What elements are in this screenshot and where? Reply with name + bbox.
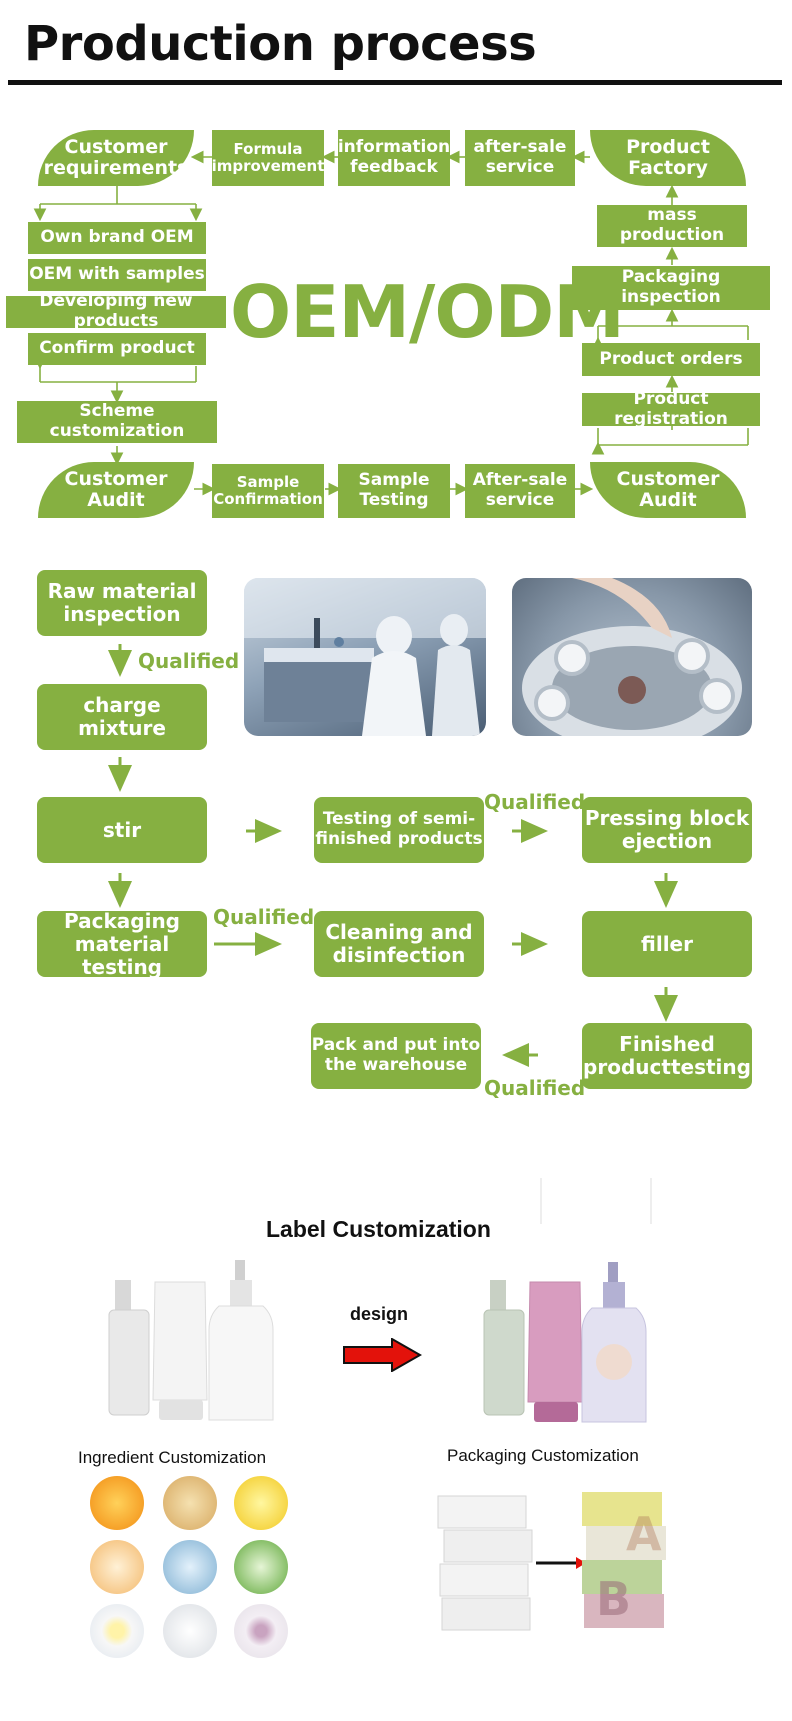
customer-audit-right-node: Customer Audit (590, 462, 746, 518)
stir-step: stir (37, 797, 207, 863)
charge-mixture-step: charge mixture (37, 684, 207, 750)
packaging-inspection-node: Packaging inspection (572, 266, 770, 310)
cell-ingredient-icon (234, 1604, 288, 1658)
orange-ingredient-icon (90, 1476, 144, 1530)
customer-requirements-node: Customer requirements (38, 130, 194, 186)
oil-ingredient-icon (90, 1540, 144, 1594)
after-sale-service-bottom-node: After-sale service (465, 464, 575, 518)
qualified-label: Qualified (484, 790, 586, 814)
own-brand-oem-node: Own brand OEM (28, 222, 206, 254)
title-divider (8, 80, 782, 85)
product-registration-node: Product registration (582, 389, 760, 428)
oem-with-samples-node: OEM with samples (28, 259, 206, 291)
filler-step: filler (582, 911, 752, 977)
raw-material-inspection-step: Raw material inspection (37, 570, 207, 636)
after-sale-service-top-node: after-sale service (465, 130, 575, 186)
sample-testing-node: Sample Testing (338, 464, 450, 518)
customer-audit-left-node: Customer Audit (38, 462, 194, 518)
faint-divider (650, 1178, 652, 1224)
lemon-ingredient-icon (234, 1476, 288, 1530)
oem-odm-center-label: OEM/ODM (230, 270, 625, 354)
design-label: design (350, 1304, 409, 1324)
laboratory-photo (244, 578, 486, 736)
packaging-customization-heading: Packaging Customization (447, 1446, 639, 1465)
faint-divider (540, 1178, 542, 1224)
testing-semi-finished-step: Testing of semi-finished products (314, 797, 484, 863)
red-arrow-icon (343, 1338, 422, 1372)
formula-improvement-node: Formula improvement (212, 130, 324, 186)
mass-production-node: mass production (597, 205, 747, 247)
label-customization-heading: Label Customization (266, 1216, 491, 1242)
water-drop-ingredient-icon (163, 1540, 217, 1594)
pack-warehouse-step: Pack and put into the warehouse (311, 1023, 481, 1089)
collagen-ingredient-icon (163, 1604, 217, 1658)
page-title: Production process (24, 16, 537, 72)
blank-bottles-image (108, 1260, 274, 1421)
aloe-ingredient-icon (234, 1540, 288, 1594)
sample-confirmation-node: Sample Confirmation (212, 464, 324, 518)
product-factory-node: Product Factory (590, 130, 746, 186)
packaging-boxes-image: B A (437, 1492, 666, 1631)
developing-new-products-node: Developing new products (6, 292, 226, 331)
centrifuge-photo (512, 578, 752, 736)
ingredient-customization-heading: Ingredient Customization (78, 1448, 267, 1467)
chamomile-ingredient-icon (90, 1604, 144, 1658)
scheme-customization-node: Scheme customization (17, 401, 217, 443)
ginger-ingredient-icon (163, 1476, 217, 1530)
centrifuge-image (522, 578, 742, 736)
svg-text:B: B (596, 1572, 631, 1626)
designed-bottles-image (483, 1262, 647, 1423)
information-feedback-node: information feedback (338, 130, 450, 186)
lab-scene-image (244, 578, 486, 736)
qualified-label: Qualified (213, 905, 315, 929)
qualified-label: Qualified (484, 1076, 586, 1100)
packaging-material-testing-step: Packaging material testing (37, 909, 207, 978)
finished-product-testing-step: Finished producttesting (582, 1023, 752, 1089)
confirm-product-node: Confirm product (28, 333, 206, 365)
pressing-block-ejection-step: Pressing block ejection (582, 797, 752, 863)
product-orders-node: Product orders (582, 343, 760, 376)
svg-text:A: A (626, 1507, 662, 1561)
cleaning-disinfection-step: Cleaning and disinfection (314, 911, 484, 977)
qualified-label: Qualified (138, 649, 240, 673)
